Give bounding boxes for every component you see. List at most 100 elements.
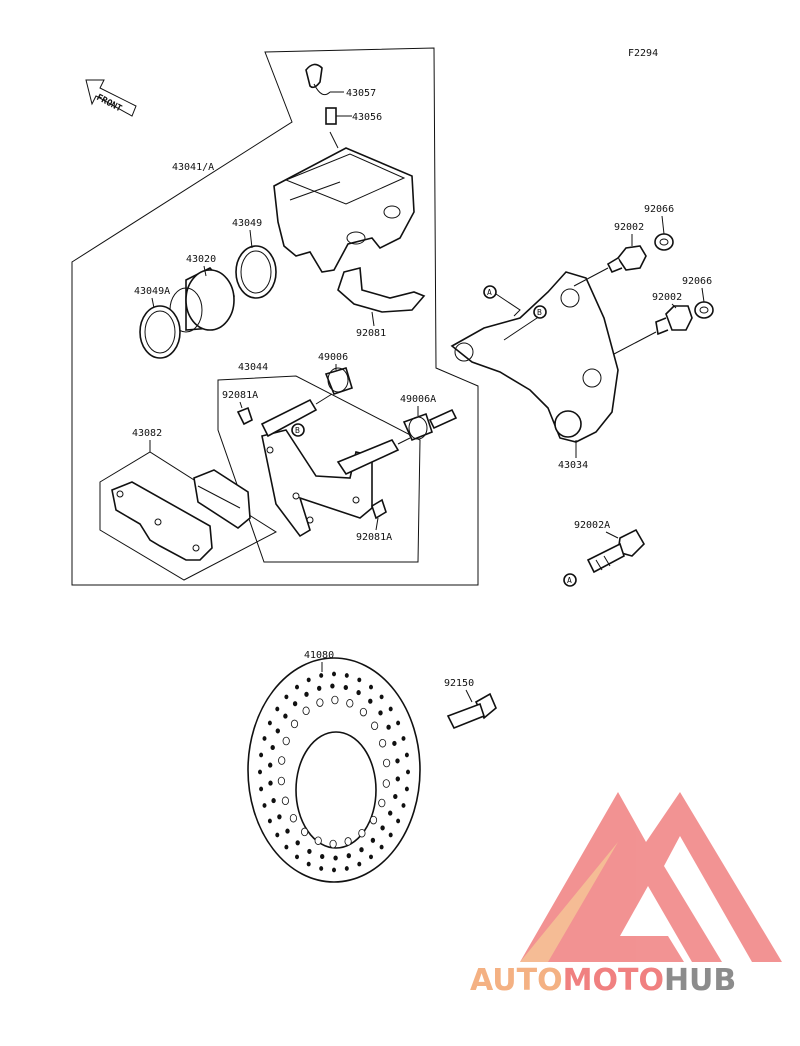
caliper-assembly-outline — [71, 47, 479, 586]
disc-hole — [388, 706, 393, 712]
label-43056: 43056 — [352, 112, 382, 123]
pad-assembly-outline — [99, 451, 277, 581]
disc-hole — [392, 740, 397, 746]
disc-hole — [259, 752, 264, 758]
bolt-92150 — [446, 692, 497, 730]
disc-hole — [386, 724, 391, 730]
label-49006A: 49006A — [400, 394, 436, 405]
disc-hole — [358, 828, 366, 838]
disc-hole — [268, 780, 273, 786]
disc-hole — [395, 758, 400, 764]
disc-hole — [379, 844, 384, 850]
disc-hole — [369, 815, 378, 825]
pad-holder-bracket — [261, 429, 373, 538]
disc-hole — [370, 721, 379, 731]
disc-hole — [267, 818, 272, 824]
disc-hole — [320, 853, 325, 860]
disc-hole — [283, 713, 288, 719]
bolt-92002-top — [573, 245, 647, 287]
label-43041A: 43041/A — [172, 162, 214, 173]
disc-hole — [382, 758, 391, 768]
disc-hole — [356, 690, 361, 696]
disc-hole — [275, 728, 280, 734]
caliper-bracket-arm — [450, 271, 619, 443]
bracket-assembly-outline — [217, 375, 421, 563]
disc-hole — [306, 861, 311, 867]
disc-hole — [275, 706, 280, 712]
label-92150: 92150 — [444, 678, 474, 689]
label-43049A: 43049A — [134, 286, 170, 297]
disc-hole — [378, 738, 387, 748]
disc-hole — [284, 844, 289, 850]
marker-b-top: B — [533, 305, 547, 319]
disc-hole — [294, 854, 299, 860]
disc-hole — [357, 677, 362, 683]
disc-hole — [270, 744, 275, 751]
disc-hole — [344, 673, 349, 678]
disc-hole — [329, 839, 337, 849]
disc-hole — [405, 769, 410, 775]
disc-hole — [368, 854, 373, 860]
disc-hole — [382, 779, 390, 788]
disc-hole — [277, 814, 282, 820]
disc-hole — [295, 840, 300, 846]
pin-boot-49006 — [324, 367, 353, 395]
svg-text:A: A — [487, 288, 492, 297]
disc-hole — [368, 698, 373, 704]
disc-hole — [368, 684, 373, 690]
slide-pin-bottom — [336, 437, 411, 476]
disc-hole — [346, 853, 351, 859]
disc-hole — [359, 847, 364, 853]
label-92066-mid: 92066 — [682, 276, 712, 287]
pad-clip-top — [236, 406, 253, 426]
brake-disc — [247, 657, 421, 883]
washer-92066-top — [654, 233, 674, 251]
disc-hole — [319, 673, 324, 678]
marker-b-bracket: B — [291, 423, 305, 437]
label-43057: 43057 — [346, 88, 376, 99]
label-92002-top: 92002 — [614, 222, 644, 233]
bleeder-cap — [305, 63, 344, 96]
watermark-auto: AUTO — [470, 963, 563, 998]
disc-hole — [333, 855, 338, 861]
washer-92066-mid — [694, 301, 714, 319]
disc-hole — [380, 825, 385, 831]
watermark-text: AUTOMOTOHUB — [470, 963, 736, 998]
disc-hole — [331, 695, 339, 705]
disc-hole — [396, 720, 401, 726]
disc-hole — [314, 836, 322, 845]
disc-hole — [275, 832, 280, 838]
label-92066-top: 92066 — [644, 204, 674, 215]
disc-hole — [268, 762, 273, 768]
disc-hole — [290, 719, 299, 729]
disc-hole — [285, 828, 290, 834]
disc-hole — [344, 837, 352, 846]
disc-hole — [370, 837, 376, 843]
caliper-body — [273, 131, 415, 273]
svg-text:A: A — [567, 576, 572, 585]
disc-hole — [346, 699, 354, 708]
disc-hole — [294, 684, 299, 690]
disc-hole — [319, 866, 324, 871]
disc-hole — [257, 769, 262, 775]
label-43049: 43049 — [232, 218, 262, 229]
disc-hole — [302, 706, 310, 716]
disc-hole — [259, 786, 264, 792]
svg-text:B: B — [537, 308, 542, 317]
disc-hole — [267, 720, 272, 726]
disc-hole — [304, 691, 309, 697]
disc-hole — [404, 786, 409, 792]
disc-hole — [396, 818, 401, 824]
disc-hole — [395, 776, 400, 782]
bolt-92002-mid — [613, 305, 693, 355]
disc-hole — [284, 694, 289, 700]
disc-hole — [401, 736, 406, 741]
disc-hole — [379, 694, 384, 700]
disc-hole — [343, 684, 348, 691]
disc-hole — [277, 776, 285, 786]
disc-hole — [378, 798, 386, 808]
disc-hole — [388, 810, 393, 816]
brake-pads — [111, 469, 251, 561]
watermark-hub: HUB — [664, 963, 736, 998]
